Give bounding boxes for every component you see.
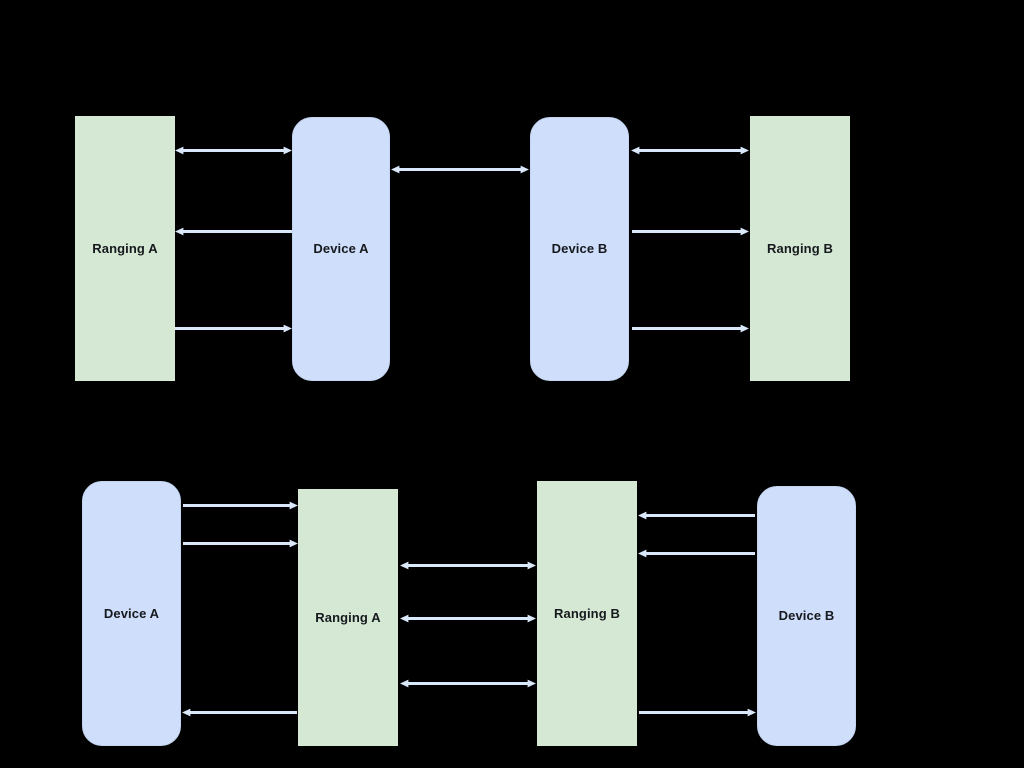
- node-label: Device B: [778, 608, 835, 624]
- node-label: Ranging B: [554, 605, 620, 621]
- node-label: Device A: [103, 605, 160, 621]
- edge-device-a-to-ranging-a-lower: [177, 539, 303, 548]
- edge-ranging-a-ranging-b-bidirectional-1: [395, 561, 541, 570]
- edge-ranging-a-ranging-b-bidirectional-2: [395, 614, 541, 623]
- node-b-ranging-b[interactable]: Ranging B: [537, 481, 637, 746]
- edge-device-a-to-ranging-a-upper: [177, 501, 303, 510]
- edge-ranging-a-to-device-a: [177, 708, 303, 717]
- node-label: Ranging A: [315, 609, 381, 625]
- node-b-device-b[interactable]: Device B: [757, 486, 856, 746]
- edge-device-b-to-ranging-b-lower: [633, 549, 761, 558]
- edge-ranging-a-ranging-b-bidirectional-3: [395, 679, 541, 688]
- edge-device-b-to-ranging-b-upper: [633, 511, 761, 520]
- edge-ranging-b-to-device-b: [633, 708, 761, 717]
- node-b-ranging-a[interactable]: Ranging A: [298, 489, 398, 746]
- node-t-ranging-a[interactable]: Ranging A: [75, 116, 175, 381]
- node-b-device-a[interactable]: Device A: [82, 481, 181, 746]
